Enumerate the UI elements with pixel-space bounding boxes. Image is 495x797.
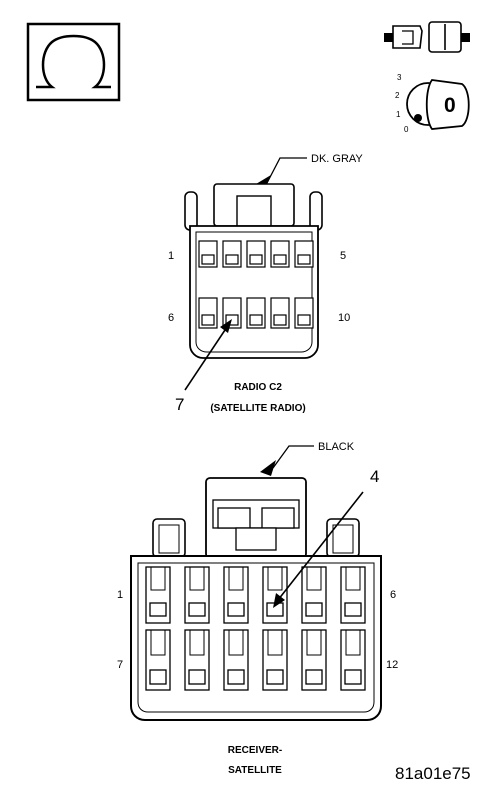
receiver-pin-7-label: 7: [117, 659, 123, 671]
ignition-switch-icon: 3 2 1 0 0: [395, 73, 470, 134]
radio-c2-cavity-row-1: [198, 240, 314, 268]
receiver-satellite-connector: BLACK: [117, 441, 398, 776]
receiver-cavity-row-2: [145, 629, 366, 691]
radio-c2-color-label: DK. GRAY: [311, 153, 363, 165]
radio-c2-name-line1: RADIO C2: [234, 382, 282, 393]
ignition-position-1: 1: [396, 110, 401, 119]
ohmmeter-icon: [26, 22, 121, 102]
receiver-pin-12-label: 12: [386, 659, 398, 671]
receiver-name-line2: SATELLITE: [228, 765, 282, 776]
receiver-callout-pin: 4: [370, 467, 379, 486]
radio-c2-name-line2: (SATELLITE RADIO): [210, 403, 305, 414]
ignition-key-mark: 0: [444, 94, 456, 117]
receiver-pin-1-label: 1: [117, 589, 123, 601]
radio-c2-pin-6-label: 6: [168, 312, 174, 324]
radio-c2-cavity-row-2: [198, 297, 314, 329]
ignition-position-2: 2: [395, 91, 400, 100]
receiver-name-line1: RECEIVER-: [228, 745, 282, 756]
radio-c2-callout-pin: 7: [175, 395, 184, 414]
radio-c2-pin-10-label: 10: [338, 312, 350, 324]
radio-c2-pin-1-label: 1: [168, 250, 174, 262]
ignition-position-0: 0: [404, 125, 409, 134]
receiver-cavity-row-1: [145, 566, 366, 624]
ignition-position-3: 3: [397, 73, 402, 82]
radio-c2-pin-5-label: 5: [340, 250, 346, 262]
receiver-pin-6-label: 6: [390, 589, 396, 601]
disconnect-connector-icon: [384, 21, 470, 53]
receiver-color-label: BLACK: [318, 441, 355, 453]
figure-id: 81a01e75: [395, 764, 471, 783]
radio-c2-connector: DK. GRAY: [168, 153, 363, 414]
